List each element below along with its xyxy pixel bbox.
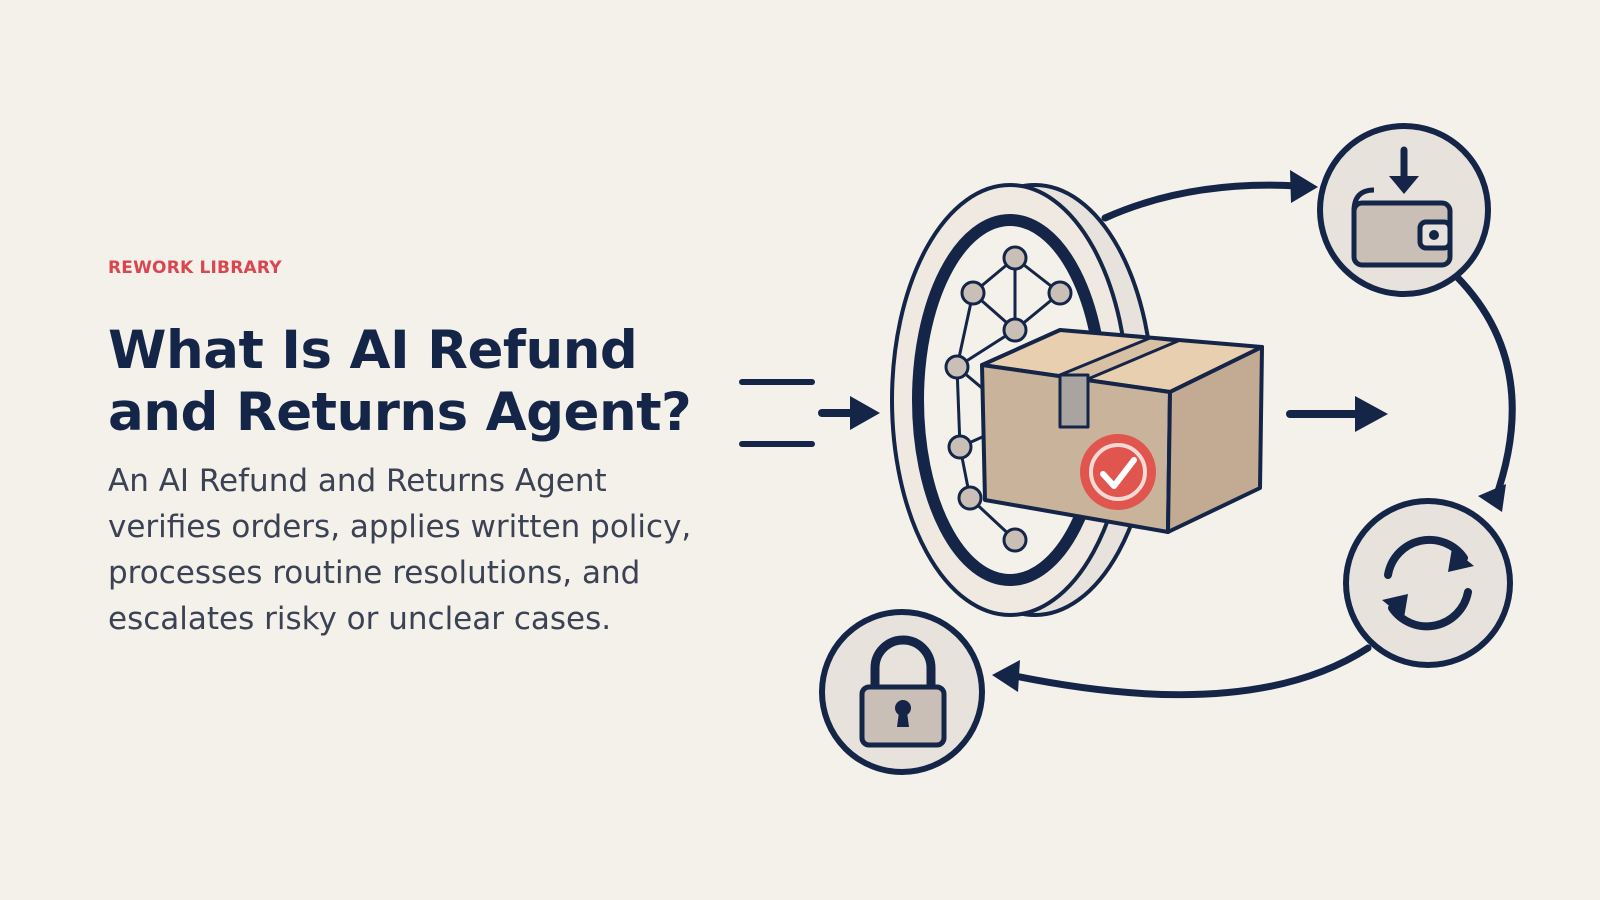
title-line-1: What Is AI Refund	[108, 320, 638, 381]
arrowhead-to-wallet	[1290, 170, 1318, 203]
incoming-arrow-icon	[739, 379, 880, 447]
cycle-arrows	[1006, 181, 1516, 699]
arrowhead-to-lock	[992, 660, 1020, 692]
page-description: An AI Refund and Returns Agent verifies …	[108, 463, 692, 637]
eyebrow-label: REWORK LIBRARY	[108, 258, 282, 278]
outgoing-arrow-icon	[1286, 396, 1388, 432]
arrowhead-to-refresh	[1478, 484, 1506, 512]
checkmark-badge-icon	[1080, 434, 1156, 510]
page-title: What Is AI Refund and Returns Agent?	[108, 320, 728, 444]
refresh-cycle-icon	[1343, 498, 1513, 668]
wallet-download-icon	[1317, 123, 1491, 297]
title-line-2: and Returns Agent?	[108, 382, 692, 443]
hero-text: REWORK LIBRARY What Is AI Refund and Ret…	[108, 258, 728, 642]
padlock-icon	[819, 609, 985, 775]
